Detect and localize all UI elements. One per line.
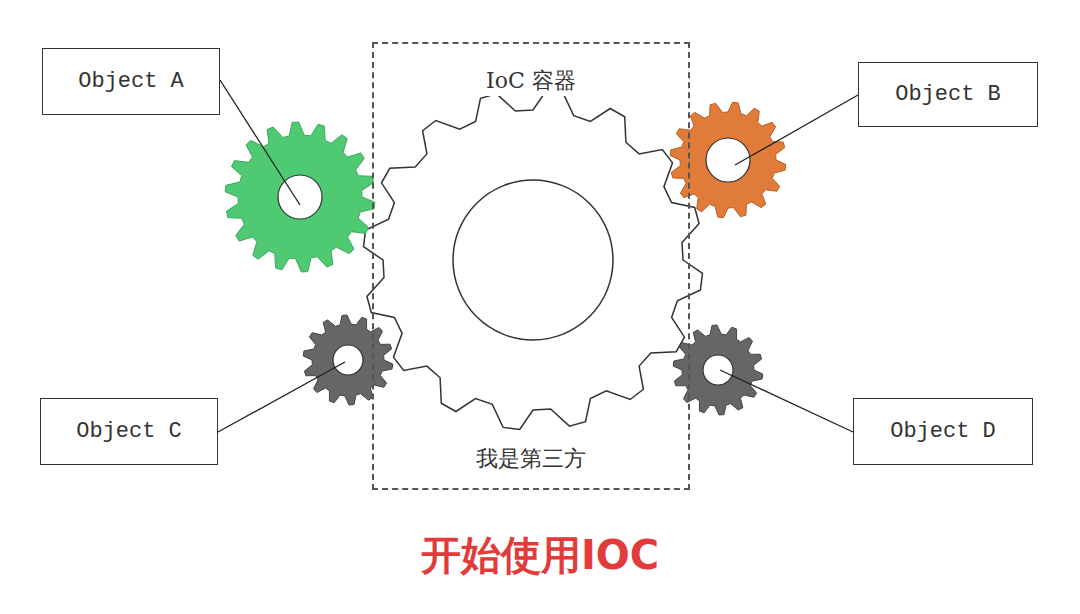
object-box: Object D (853, 398, 1033, 465)
leader-line (735, 95, 858, 165)
node-label: Object D (890, 419, 996, 444)
container-gear (364, 91, 703, 430)
gear-a (225, 122, 375, 272)
node-label: Object A (78, 69, 184, 94)
object-box: Object B (858, 62, 1038, 127)
gear-hub (453, 180, 613, 340)
caption: 开始使用IOC (0, 528, 1080, 583)
node-subtitle: 我是第三方 (472, 444, 590, 474)
node-label: IoC 容器 (482, 66, 580, 96)
gear-b (670, 102, 786, 218)
gear-hole (333, 345, 363, 375)
object-box: Object C (40, 398, 218, 465)
object-box: Object A (42, 48, 220, 115)
leader-line (218, 362, 345, 432)
node-label: Object B (895, 82, 1001, 107)
leader-line (220, 80, 300, 205)
node-label: Object C (76, 419, 182, 444)
ioc-container: IoC 容器我是第三方 (372, 42, 690, 490)
gear-c (303, 315, 393, 405)
gear-d (673, 325, 763, 415)
leader-line (720, 370, 853, 432)
gear-hole (703, 355, 733, 385)
